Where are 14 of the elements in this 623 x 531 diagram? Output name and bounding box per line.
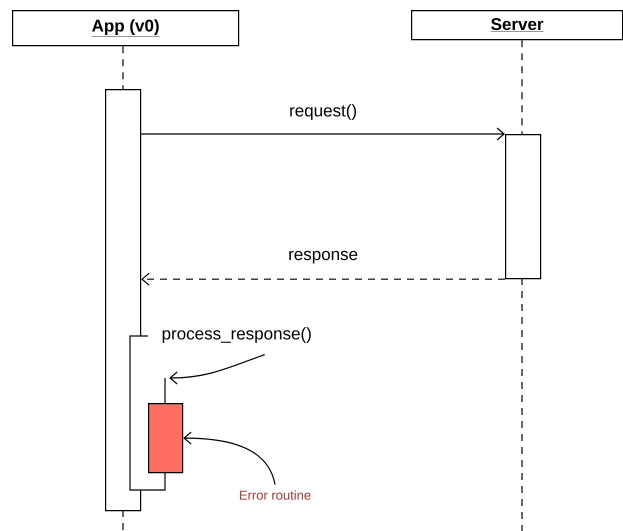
- leader-arrow: [183, 432, 276, 485]
- leader-arrow: [169, 354, 265, 384]
- note-label: Error routine: [240, 490, 311, 500]
- arrow: [141, 272, 505, 286]
- lifeline: [122, 46, 124, 89]
- edge-label: request(): [288, 103, 358, 121]
- activation-bar: [505, 134, 542, 280]
- activation-bar: [148, 403, 184, 474]
- arrow: [141, 128, 505, 140]
- lifeline-header: App (v0): [12, 10, 240, 46]
- message-label: process_response(): [162, 327, 311, 343]
- lifeline-header: Server: [411, 10, 623, 40]
- edge-label: response: [287, 250, 360, 265]
- lifeline: [521, 40, 523, 134]
